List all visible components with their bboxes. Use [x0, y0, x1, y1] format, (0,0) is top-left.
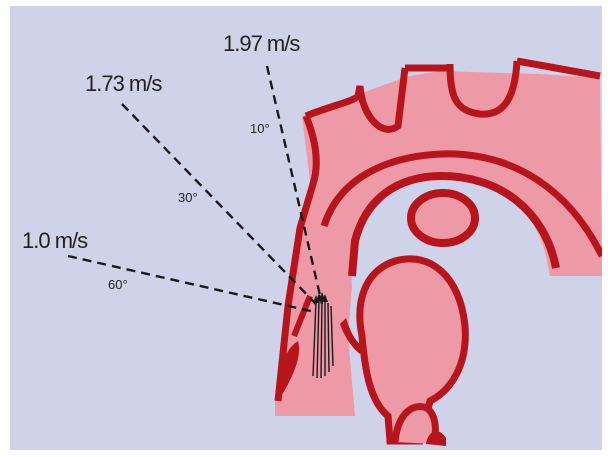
- diagram-panel: 1.97 m/s 1.73 m/s 1.0 m/s 10° 30° 60°: [10, 6, 602, 450]
- doppler-beams: [68, 66, 322, 312]
- angle-label-30: 30°: [178, 190, 198, 205]
- beam-line-60: [68, 256, 315, 312]
- beam-line-30: [122, 104, 316, 304]
- velocity-label-30: 1.73 m/s: [85, 71, 162, 96]
- angle-label-10: 10°: [250, 121, 270, 136]
- pulmonary-artery-ring: [411, 193, 475, 243]
- velocity-label-60: 1.0 m/s: [22, 228, 88, 253]
- angle-label-60: 60°: [108, 277, 128, 292]
- aortic-arch-doppler-diagram: 1.97 m/s 1.73 m/s 1.0 m/s 10° 30° 60°: [10, 6, 602, 450]
- velocity-label-10: 1.97 m/s: [223, 31, 300, 56]
